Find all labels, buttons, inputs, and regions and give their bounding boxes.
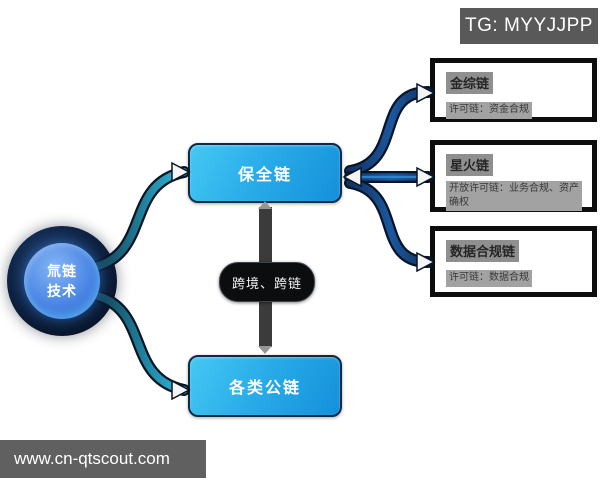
website-url-label: www.cn-qtscout.com bbox=[14, 449, 170, 468]
node-preservation-chain-label: 保全链 bbox=[237, 167, 292, 184]
node-crossborder-crosschain-label: 跨境、跨链 bbox=[231, 275, 302, 291]
node-crossborder-crosschain: 跨境、跨链 bbox=[219, 262, 315, 302]
node-preservation-chain: 保全链 bbox=[188, 143, 342, 203]
card-jinzong-chain-title: 金综链 bbox=[446, 72, 494, 94]
card-xinghuo-chain: 星火链 开放许可链：业务合规、资产确权 bbox=[430, 140, 597, 212]
hub-node-tritium-chain-tech: 氚链 技术 bbox=[24, 243, 100, 319]
card-xinghuo-chain-title: 星火链 bbox=[446, 154, 494, 176]
card-jinzong-chain: 金综链 许可链：资金合规 bbox=[430, 58, 597, 122]
telegram-badge-label: TG: MYYJJPP bbox=[465, 15, 593, 36]
card-data-compliance-chain-subtitle: 许可链：数据合规 bbox=[446, 270, 532, 287]
connector-hub-to-baoquan bbox=[92, 161, 191, 272]
card-data-compliance-chain: 数据合规链 许可链：数据合规 bbox=[430, 226, 597, 297]
node-public-chains: 各类公链 bbox=[188, 355, 342, 417]
card-data-compliance-chain-title: 数据合规链 bbox=[446, 240, 520, 262]
connector-baoquan-to-cards bbox=[342, 82, 436, 273]
connector-hub-to-public bbox=[92, 290, 191, 401]
node-public-chains-label: 各类公链 bbox=[228, 380, 301, 397]
card-xinghuo-chain-subtitle: 开放许可链：业务合规、资产确权 bbox=[446, 181, 582, 211]
hub-label-line2: 技术 bbox=[47, 283, 77, 299]
website-url-bar: www.cn-qtscout.com bbox=[0, 440, 206, 478]
telegram-badge: TG: MYYJJPP bbox=[460, 8, 598, 44]
hub-label-line1: 氚链 bbox=[47, 262, 77, 279]
card-jinzong-chain-subtitle: 许可链：资金合规 bbox=[446, 102, 532, 119]
